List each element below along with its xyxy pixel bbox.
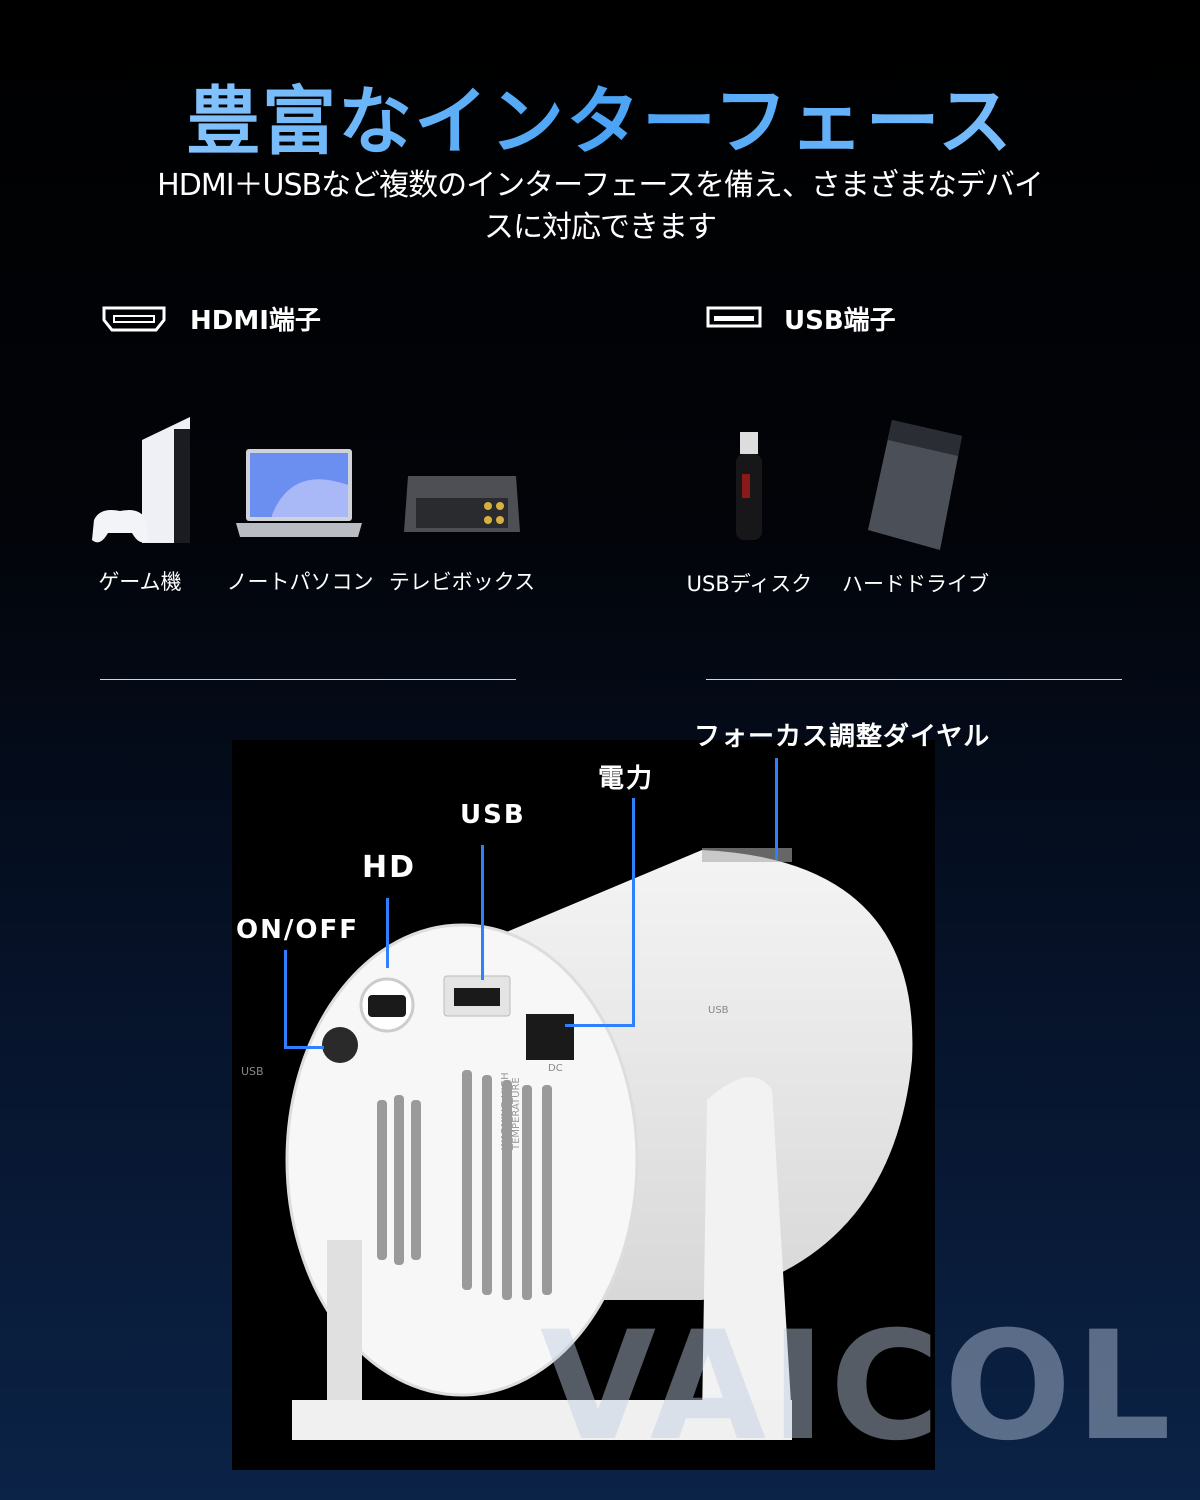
subtitle-line-2: スに対応できます: [484, 210, 717, 245]
callout-line: [386, 898, 389, 968]
callout-line: [481, 845, 484, 980]
projector-image: [285, 848, 913, 1440]
usb-port-marking: USB: [708, 1005, 729, 1016]
callout-on-off: ON/OFF: [236, 915, 359, 945]
usb-marking: USB: [241, 1065, 264, 1078]
callout-line: [284, 950, 287, 1048]
game-console-icon: [92, 417, 190, 543]
divider: [706, 679, 1122, 680]
device-label: USBディスク: [686, 572, 813, 596]
callout-line: [565, 1024, 635, 1027]
divider: [100, 679, 516, 680]
warning-marking: WARNING HIGH TEMPERATURE: [500, 1072, 522, 1150]
hdmi-port-icon: [102, 306, 166, 332]
subtitle-line-1: HDMI＋USBなど複数のインターフェースを備え、さまざまなデバイ: [157, 168, 1044, 203]
usb-flash-drive-icon: [736, 432, 762, 540]
device-label: ハードドライブ: [842, 572, 989, 596]
callout-line: [632, 798, 635, 1026]
tv-box-icon: [404, 476, 520, 532]
callout-usb: USB: [460, 800, 526, 830]
usb-port-icon: [706, 306, 762, 328]
usb-heading: USB端子: [784, 306, 896, 336]
callout-line: [284, 1046, 324, 1049]
dc-marking: DC: [548, 1063, 563, 1074]
page-title: 豊富なインターフェース: [0, 62, 1200, 169]
callout-hd: HD: [362, 850, 417, 885]
callout-power: 電力: [598, 764, 655, 794]
callout-line: [775, 758, 778, 860]
watermark-logo: VAICOL: [540, 1300, 1175, 1474]
device-label: ゲーム機: [98, 570, 182, 594]
hdmi-heading: HDMI端子: [190, 306, 321, 336]
laptop-icon: [236, 449, 362, 537]
hard-drive-icon: [868, 420, 962, 550]
device-label: ノートパソコン: [226, 570, 374, 594]
callout-focus-dial: フォーカス調整ダイヤル: [694, 722, 991, 752]
device-label: テレビボックス: [388, 570, 536, 594]
